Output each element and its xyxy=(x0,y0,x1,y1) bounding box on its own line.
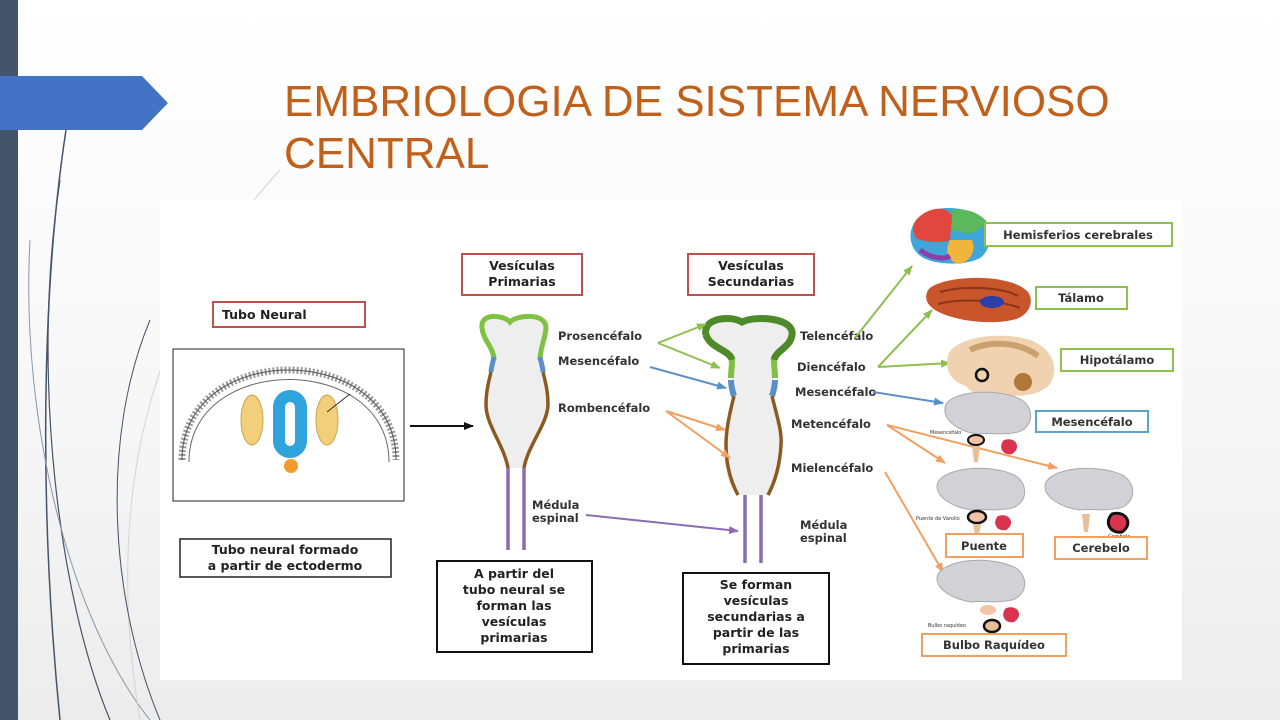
prosencefalo-to-diencefalo-arrow xyxy=(657,342,721,369)
label-medula-secundaria-line-2: espinal xyxy=(800,531,847,545)
bulbo-box xyxy=(921,633,1067,657)
secundarias-note-line-4: partir de las xyxy=(713,625,799,640)
secundarias-title-line-1: Vesículas xyxy=(718,258,784,273)
label-medula-primaria-line-1: Médula xyxy=(532,498,579,512)
hemisferios-label: Hemisferios cerebrales xyxy=(1003,228,1153,242)
puente-label: Puente xyxy=(961,539,1007,553)
rombencefalo-to-mielencefalo-arrow xyxy=(665,410,731,459)
metencefalo-to-puente-arrow xyxy=(886,424,946,464)
secundarias-title-line-2: Secundarias xyxy=(708,274,794,289)
secondary-vesicles-drawing xyxy=(702,314,796,563)
tubo-neural-caption-line-2: a partir de ectodermo xyxy=(208,558,363,573)
secundarias-note-line-3: secundarias a xyxy=(707,609,805,624)
medula-primary-to-secondary-arrow xyxy=(585,514,739,535)
talamo-label: Tálamo xyxy=(1058,291,1104,305)
hipotalamo-label: Hipotálamo xyxy=(1080,353,1155,367)
hypothalamus-brain-section-icon xyxy=(946,335,1055,397)
cerebelo-label: Cerebelo xyxy=(1072,541,1130,555)
primarias-note-line-5: primarias xyxy=(480,630,547,645)
label-mesencefalo-secundaria: Mesencéfalo xyxy=(795,385,876,399)
metencefalo-to-cerebelo-arrow xyxy=(886,424,1058,470)
hemisferios-box xyxy=(984,222,1173,247)
puente-box xyxy=(945,533,1024,558)
embryology-figure: Tubo Neural Tubo neural formado a partir… xyxy=(160,200,1182,680)
pons-brain-icon xyxy=(936,467,1026,536)
tiny-label-bulbo: Bulbo raquídeo xyxy=(928,622,966,629)
secundarias-note-line-1: Se forman xyxy=(720,577,792,592)
secundarias-title-box xyxy=(687,253,815,296)
cerebelo-box xyxy=(1054,536,1148,560)
title-accent-tab xyxy=(0,76,168,130)
label-mesencefalo-primaria: Mesencéfalo xyxy=(558,354,639,368)
primarias-note-box xyxy=(436,560,593,653)
label-mielencefalo: Mielencéfalo xyxy=(791,461,873,475)
talamo-box xyxy=(1035,286,1128,310)
slide-title: EMBRIOLOGIA DE SISTEMA NERVIOSO CENTRAL xyxy=(284,76,1184,180)
diencefalo-to-hipotalamo-arrow xyxy=(877,359,951,368)
decorative-curves xyxy=(28,129,281,720)
left-accent-bar xyxy=(0,0,18,720)
label-metencefalo: Metencéfalo xyxy=(791,417,871,431)
slide-title-line-1: EMBRIOLOGIA DE SISTEMA NERVIOSO xyxy=(284,77,1110,126)
midbrain-brain-icon xyxy=(944,391,1032,462)
slide-title-line-2: CENTRAL xyxy=(284,129,490,178)
label-diencefalo: Diencéfalo xyxy=(797,360,866,374)
cerebellum-brain-icon xyxy=(1044,467,1134,534)
secundarias-note-line-2: vesículas xyxy=(724,593,789,608)
tubo-neural-title-box xyxy=(212,301,366,328)
primarias-title-line-1: Vesículas xyxy=(489,258,555,273)
mesencefalo-to-mesencefalo-structure-arrow xyxy=(872,391,944,406)
thalamus-brain-section-icon xyxy=(926,277,1031,323)
label-prosencefalo: Prosencéfalo xyxy=(558,329,642,343)
label-medula-secundaria-line-1: Médula xyxy=(800,518,847,532)
tubo-neural-caption-line-1: Tubo neural formado xyxy=(212,542,359,557)
medulla-oblongata-brain-icon xyxy=(936,559,1026,634)
primary-vesicles-drawing xyxy=(479,313,550,550)
rombencefalo-to-metencefalo-arrow xyxy=(665,410,726,432)
primarias-note-line-3: forman las xyxy=(476,598,551,613)
telencefalo-to-hemisferios-arrow xyxy=(854,265,913,339)
tiny-label-mesencefalo: Mesencéfalo xyxy=(930,429,961,436)
label-medula-primaria-line-2: espinal xyxy=(532,511,579,525)
tiny-label-puente: Puente de Varolio xyxy=(916,516,960,522)
colorful-brain-hemispheres-icon xyxy=(910,207,991,264)
primarias-note-line-4: vesículas xyxy=(482,614,547,629)
label-telencefalo: Telencéfalo xyxy=(800,329,873,343)
bulbo-label: Bulbo Raquídeo xyxy=(943,638,1045,652)
mielencefalo-to-bulbo-arrow xyxy=(884,471,944,573)
prosencefalo-to-telencefalo-arrow xyxy=(657,323,707,344)
diencefalo-to-talamo-arrow xyxy=(877,309,933,368)
neural-tube-cross-section-icon xyxy=(178,366,400,473)
hipotalamo-box xyxy=(1060,348,1174,372)
primarias-title-box xyxy=(461,253,583,296)
secundarias-note-box xyxy=(682,572,830,665)
primarias-note-line-2: tubo neural se xyxy=(463,582,565,597)
primarias-title-line-2: Primarias xyxy=(488,274,555,289)
label-rombencefalo: Rombencéfalo xyxy=(558,401,650,415)
mesencefalo-structure-box xyxy=(1035,410,1149,433)
secundarias-note-line-5: primarias xyxy=(722,641,789,656)
tubo-neural-caption-box xyxy=(179,538,392,578)
primarias-note-line-1: A partir del xyxy=(474,566,554,581)
mesencefalo-structure-label: Mesencéfalo xyxy=(1051,415,1132,429)
mesencefalo-primary-to-secondary-arrow xyxy=(649,366,727,390)
tubo-neural-title: Tubo Neural xyxy=(222,307,307,322)
